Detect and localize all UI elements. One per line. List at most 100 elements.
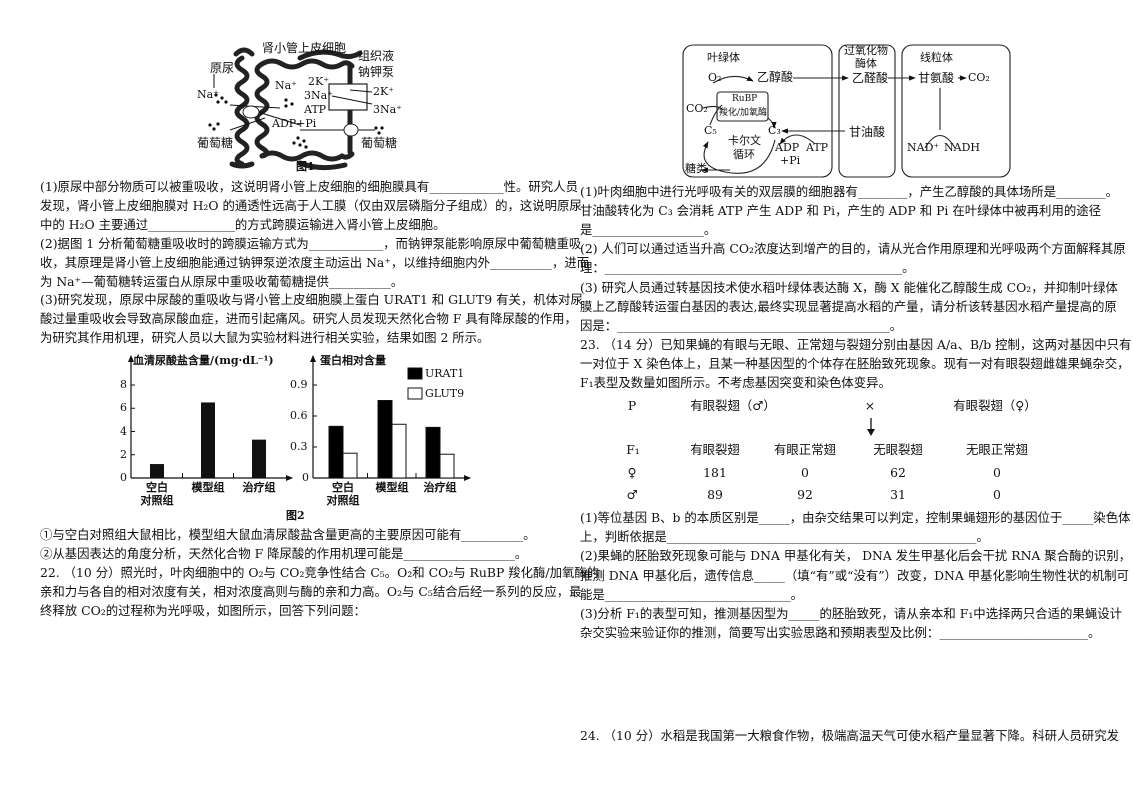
label-calvin-2: 循环: [733, 148, 755, 161]
label-glyoxylate: 乙醛酸: [852, 71, 889, 85]
label-rubp-enzyme: 羧化/加氧酶: [719, 108, 768, 118]
category-label: 治疗组: [423, 481, 457, 494]
label-atp: ATP: [304, 103, 327, 116]
label-pi: +Pi: [780, 154, 801, 167]
label-nad: NAD⁺: [907, 141, 940, 154]
legend-label: GLUT9: [425, 387, 465, 400]
label-calvin-1: 卡尔文: [728, 134, 761, 147]
category-label: 空白: [332, 481, 354, 494]
text-line: 中的 H₂O 主要通过______________的方式跨膜运输进入肾小管上皮细…: [40, 216, 446, 232]
text-line: 甘油酸转化为 C₃ 会消耗 ATP 产生 ADP 和 Pi，产生的 ADP 和 …: [580, 203, 1102, 219]
y-tick-label: 0: [302, 471, 309, 484]
category-label: 对照组: [326, 494, 360, 507]
text-line: 是__________________。: [580, 222, 717, 238]
label-rubp: RuBP: [732, 94, 758, 104]
y-tick-label: 6: [120, 401, 127, 415]
text-line: 收，其原理是肾小管上皮细胞能通过钠钾泵逆浓度主动运出 Na⁺，以维持细胞内外__…: [40, 254, 590, 270]
label-atp: ATP: [806, 141, 829, 154]
sex-symbol: ♀: [627, 465, 637, 480]
label-mitochondria: 线粒体: [920, 51, 953, 64]
table-cell: 0: [993, 487, 1001, 502]
label-cell: 肾小管上皮细胞: [262, 41, 347, 55]
category-label: 空白: [146, 481, 168, 494]
label-glucose-right: 葡萄糖: [361, 136, 398, 150]
label-pump: 钠钾泵: [358, 65, 395, 79]
label-glycine: 甘氨酸: [918, 71, 955, 85]
table-cell: 92: [797, 487, 813, 502]
table-cell: 62: [890, 465, 906, 480]
label-glycolate: 乙醇酸: [757, 70, 794, 84]
label-peroxisome-1: 过氧化物: [844, 44, 888, 57]
category-label: 模型组: [191, 481, 225, 494]
text-line: (1)原尿中部分物质可以被重吸收，这说明肾小管上皮细胞的细胞膜具有_______…: [40, 179, 578, 194]
category-label: 对照组: [140, 494, 174, 507]
question-24-stem: 24. （10 分）水稻是我国第一大粮食作物，极端高温天气可使水稻产量显著下降。…: [580, 728, 1119, 743]
category-label: 模型组: [375, 481, 409, 494]
text-line: 杂交实验来验证你的推测，简要写出实验思路和预期表型及比例：___________…: [580, 625, 1101, 641]
label-glucose-left: 葡萄糖: [197, 136, 234, 150]
text-line: (1)叶肉细胞中进行光呼吸有关的双层膜的细胞器有________，产生乙醇酸的具…: [580, 184, 1118, 199]
bar-urat1: [425, 426, 441, 479]
label-co2-in: CO₂: [686, 102, 708, 115]
y-tick-label: 0.9: [290, 378, 308, 391]
label-adp: ADP: [775, 141, 800, 154]
label-adp: ADP+Pi: [272, 117, 317, 130]
label-sugar: 糖类: [685, 162, 707, 175]
sex-symbol: ♂: [626, 487, 638, 502]
label-o2: O₂: [708, 71, 722, 84]
y-tick-label: 4: [120, 424, 127, 438]
text-line: (3)分析 F₁的表型可知，推测基因型为_____的胚胎致死，请从亲本和 F₁中…: [580, 606, 1122, 621]
text-line: 因是：_____________________________________…: [580, 317, 903, 333]
f1-label: F₁: [626, 442, 640, 457]
text-line: 22. （10 分）照光时，叶肉细胞中的 O₂与 CO₂竞争性结合 C₅。O₂和…: [40, 564, 600, 580]
figure-2-caption: 图2: [286, 509, 305, 522]
text-line: 酸过量重吸收会导致高尿酸血症，进而引起痛风。研究人员发现天然化合物 F 具有降尿…: [40, 311, 577, 327]
chart-2-title: 蛋白相对含量: [320, 354, 386, 367]
table-cell: 0: [801, 465, 809, 480]
label-c5: C₅: [704, 124, 717, 137]
table-cell: 31: [890, 487, 906, 502]
text-line: 推测 DNA 甲基化后，遗传信息_____（填“有”或“没有”）改变，DNA 甲…: [580, 567, 1129, 583]
text-line: ②从基因表达的角度分析，天然化合物 F 降尿酸的作用机理可能是_________…: [40, 545, 528, 561]
text-line: 发现，肾小管上皮细胞膜对 H₂O 的通透性远高于人工膜（仅由双层磷脂分子组成）的…: [40, 197, 582, 213]
text-line: (1)等位基因 B、b 的本质区别是_____，由杂交结果可以判定，控制果蝇翅形…: [580, 510, 1131, 525]
label-chloroplast: 叶绿体: [707, 51, 740, 64]
text-line: F₁表型及数量如图所示。不考虑基因突变和染色体变异。: [580, 375, 891, 390]
text-line: 为 Na⁺—葡萄糖转运蛋白从原尿中重吸收葡萄糖提供__________。: [40, 273, 404, 289]
y-axis-arrow: [128, 355, 134, 362]
bar-glut9: [439, 453, 455, 479]
text-line: 终释放 CO₂的过程称为光呼吸，如图所示，回答下列问题：: [40, 602, 366, 618]
category-label: 治疗组: [242, 481, 276, 494]
label-urine: 原尿: [210, 61, 235, 75]
y-tick-label: 8: [120, 378, 127, 391]
text-line: 能是______________________________。: [580, 586, 804, 602]
x-axis-arrow: [464, 475, 471, 481]
column-header: 无眼正常翅: [966, 442, 1028, 457]
text-line: (3) 研究人员通过转基因技术使水稻叶绿体表达酶 X，酶 X 能催化乙醇酸生成 …: [580, 279, 1118, 295]
label-glycerate: 甘油酸: [849, 125, 886, 139]
text-line: (2) 人们可以通过适当升高 CO₂浓度达到增产的目的，请从光合作用原理和光呼吸…: [580, 241, 1126, 257]
y-tick-label: 0.3: [290, 440, 308, 453]
text-line: (2)据图 1 分析葡萄糖重吸收时的跨膜运输方式为____________，而钠…: [40, 235, 582, 251]
table-cell: 181: [703, 465, 727, 480]
chart-1-title: 血清尿酸盐含量/(mg·dL⁻¹): [133, 354, 274, 367]
text-line: (2)果蝇的胚胎致死现象可能与 DNA 甲基化有关， DNA 发生甲基化后会干扰…: [580, 548, 1132, 564]
label-k-in: 2K⁺: [308, 75, 330, 88]
label-na-in: 3Na⁺: [304, 89, 333, 102]
label-peroxisome-2: 酶体: [855, 57, 877, 70]
text-line: ①与空白对照组大鼠相比，模型组大鼠血清尿酸盐含量更高的主要原因可能有______…: [40, 527, 536, 542]
column-header: 有眼正常翅: [774, 442, 836, 457]
text-line: 亲和力与各自的相对浓度有关，相对浓度高则与酶的亲和力高。O₂与 C₅结合后经一系…: [40, 583, 582, 599]
p-label: P: [627, 398, 637, 413]
text-line: (3)研究发现，原尿中尿酸的重吸收与肾小管上皮细胞膜上蛋白 URAT1 和 GL…: [40, 292, 583, 308]
bar: [150, 464, 164, 478]
column-header: 无眼裂翅: [873, 442, 923, 457]
mitochondria-box: [901, 44, 1011, 178]
legend-swatch: [407, 387, 423, 400]
cross-sign: ×: [864, 398, 876, 413]
text-line: 上，判断依据是_________________________________…: [580, 529, 989, 545]
figure-1-caption: 图1: [296, 160, 315, 173]
